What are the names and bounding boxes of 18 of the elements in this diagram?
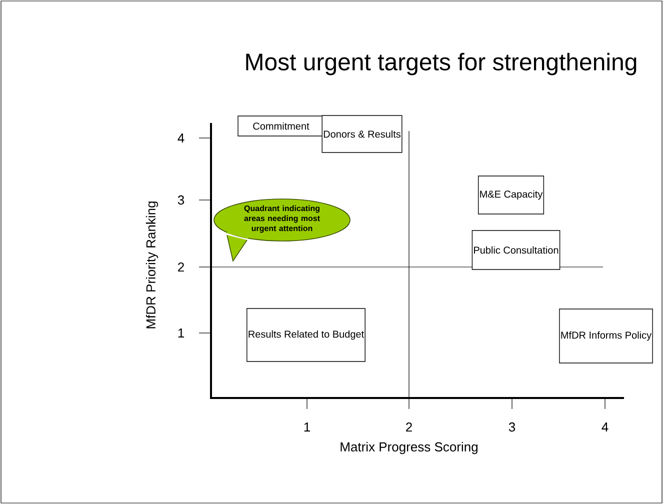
tick-label: 2 (406, 422, 412, 432)
label-box: Donors & Results (322, 115, 402, 153)
tick-label: 3 (508, 422, 516, 432)
label-box: Results Related to Budget (246, 308, 366, 362)
tick-label: 1 (304, 422, 310, 432)
speech-bubble: Quadrant indicating areas needing most urgent attention (214, 198, 350, 262)
tick-label: 4 (602, 422, 608, 432)
axis-title: MfDR Priority Ranking (146, 202, 158, 328)
label-box: Public Consultation (472, 230, 560, 270)
tick-label: 2 (178, 262, 184, 272)
label-box: M&E Capacity (478, 176, 544, 214)
label-box: Commitment (238, 116, 324, 136)
label-box: MfDR Informs Policy (559, 308, 653, 364)
title: Most urgent targets for strengthening (246, 52, 636, 76)
tick-label: 1 (178, 328, 184, 338)
tick-label: 4 (178, 134, 184, 142)
tick-label: 3 (178, 195, 184, 205)
axis-title: Matrix Progress Scoring (340, 442, 478, 454)
